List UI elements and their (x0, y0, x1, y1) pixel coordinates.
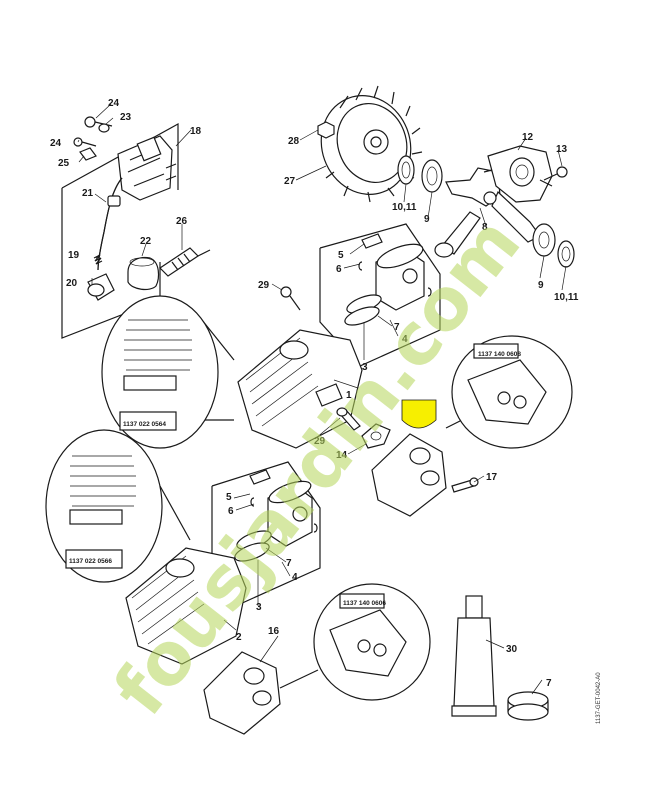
tube-30 (451, 595, 497, 717)
terminal-25 (79, 147, 97, 161)
label-3-top: 3 (362, 362, 368, 373)
label-29-top: 29 (258, 280, 270, 291)
label-7-ring: 7 (546, 678, 552, 689)
bearing-9-top (421, 159, 443, 193)
label-19: 19 (68, 250, 80, 261)
spark-plug-26 (159, 247, 211, 277)
manifold-top (371, 433, 447, 517)
label-2: 2 (236, 632, 242, 643)
label-27: 27 (284, 176, 296, 187)
label-23: 23 (120, 112, 132, 123)
seal-10-11-bottom (557, 240, 575, 268)
label-21: 21 (82, 188, 94, 199)
label-12: 12 (522, 132, 534, 143)
label-6-top: 6 (336, 264, 342, 275)
flywheel-27 (320, 85, 423, 203)
label-5-bottom: 5 (226, 492, 232, 503)
label-8: 8 (482, 222, 488, 233)
circlip-5-top (358, 261, 432, 297)
spring-19 (93, 254, 103, 265)
screw-24-left (73, 137, 97, 147)
gasket-code-top: 1137 140 0608 (478, 351, 521, 358)
circlip-5-bottom (250, 497, 318, 533)
screw-13 (543, 166, 568, 181)
piston-group-frame-top (319, 223, 441, 367)
spark-plug-boot-20 (87, 273, 115, 301)
label-20: 20 (66, 278, 78, 289)
label-28: 28 (288, 136, 300, 147)
piston-pin-6-top (361, 233, 383, 249)
cylinder-2 (125, 547, 247, 665)
leader-lines (77, 103, 567, 695)
cylinder-callout-bottom (45, 429, 191, 583)
label-17: 17 (486, 472, 498, 483)
label-10-11-bottom: 10,11 (554, 292, 579, 303)
label-1: 1 (346, 390, 352, 401)
element-22 (127, 256, 160, 291)
gasket-callout-bottom (279, 583, 431, 701)
code-labels: 1137 022 0564 1137 022 0566 1137 140 060… (69, 351, 521, 607)
ignition-lead (97, 177, 123, 271)
label-7-top: 7 (394, 322, 400, 333)
label-30: 30 (506, 644, 518, 655)
cylinder-callout-top (101, 295, 235, 449)
housing-12 (483, 145, 553, 203)
label-7-bottom: 7 (286, 558, 292, 569)
ignition-group-frame (61, 122, 179, 339)
label-16: 16 (268, 626, 280, 637)
seal-10-11-top (397, 155, 415, 185)
bearing-9-bottom (532, 223, 556, 257)
piston-rings-7-top (344, 294, 382, 326)
label-25: 25 (58, 158, 70, 169)
screw-17 (451, 477, 479, 493)
cylinder-code-top: 1137 022 0564 (123, 421, 166, 428)
piston-rings-7-bottom (234, 530, 272, 562)
label-24-top: 24 (108, 98, 120, 109)
label-3-bottom: 3 (256, 602, 262, 613)
gasket-14 (361, 423, 391, 449)
gasket-code-bottom: 1137 140 0606 (343, 600, 386, 607)
bolt-29-top (280, 286, 301, 311)
washer-23 (98, 123, 110, 133)
ring-7 (507, 691, 549, 721)
manifold-16 (203, 651, 281, 735)
gasket-callout-top (445, 335, 573, 449)
piston-pin-6-bottom (249, 469, 271, 485)
label-18: 18 (190, 126, 202, 137)
label-22: 22 (140, 236, 152, 247)
label-26: 26 (176, 216, 188, 227)
cylinder-code-bottom: 1137 022 0566 (69, 558, 112, 565)
label-4-top: 4 (402, 334, 408, 345)
ignition-coil (117, 135, 177, 201)
label-9-bottom: 9 (538, 280, 544, 291)
label-9-top: 9 (424, 214, 430, 225)
label-13: 13 (556, 144, 568, 155)
highlight-tag (401, 399, 437, 429)
nut-28 (317, 121, 335, 139)
bolt-29-mid (336, 407, 361, 431)
label-10-11-top: 10,11 (392, 202, 417, 213)
label-5-top: 5 (338, 250, 344, 261)
crankshaft-8 (434, 167, 541, 258)
label-6-bottom: 6 (228, 506, 234, 517)
drawing-reference: 1137-GET-0042-A0 (596, 672, 602, 724)
label-24-left: 24 (50, 138, 62, 149)
part-labels: 24 23 24 25 18 21 19 20 22 26 28 27 10,1… (50, 98, 579, 689)
label-29-mid: 29 (314, 436, 326, 447)
label-4-bottom: 4 (292, 572, 298, 583)
label-14: 14 (336, 450, 348, 461)
cylinder-1 (237, 329, 363, 449)
